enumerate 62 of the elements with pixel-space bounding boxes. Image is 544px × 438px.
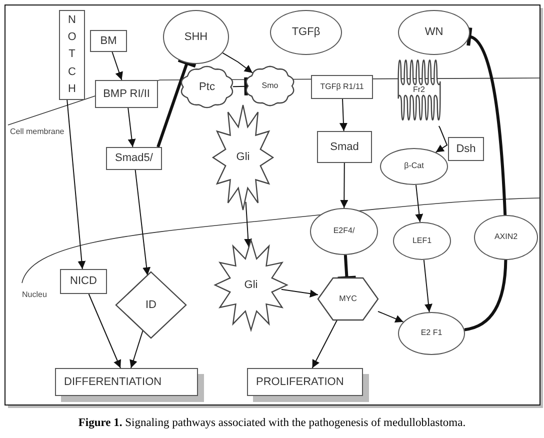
node-label: NICD <box>70 275 97 288</box>
node-label: Fr2 <box>413 86 425 94</box>
hexagon-node <box>318 278 378 320</box>
arrow <box>435 126 448 153</box>
star-node <box>215 240 287 330</box>
node-label: SHH <box>184 30 208 44</box>
decision-diamond <box>116 272 186 338</box>
node-label: TGFβ R1/11 <box>320 82 364 92</box>
annotation-label: Cell membrane <box>10 127 66 138</box>
node-label: E2F4/ <box>333 227 355 236</box>
process-box <box>106 147 162 170</box>
node-label: AXIN2 <box>494 233 518 242</box>
inhibition-line <box>464 26 507 216</box>
arrow <box>130 330 144 368</box>
node-label: Smad <box>330 140 359 154</box>
node-label: ID <box>146 298 156 312</box>
inhibition-line <box>156 58 198 148</box>
annotation-label: Nucleu <box>22 290 48 300</box>
node-label: PROLIFERATION <box>256 376 344 388</box>
arrow <box>222 52 253 74</box>
process-box <box>311 75 373 99</box>
node-label: Gli <box>244 278 258 292</box>
process-box <box>59 10 85 100</box>
process-box <box>60 269 107 294</box>
arrow <box>415 184 424 222</box>
node-label: Dsh <box>456 142 476 156</box>
arrow <box>128 108 136 148</box>
connector-line <box>464 260 508 332</box>
arrow <box>280 288 318 298</box>
arrow <box>423 260 432 312</box>
process-box <box>317 131 372 163</box>
inhibition-line <box>232 76 248 98</box>
node-label: DIFFERENTIATION <box>64 376 162 388</box>
star-node <box>213 105 273 210</box>
node-label: TGFβ <box>292 26 320 39</box>
node-label: WN <box>424 26 444 39</box>
node-label: Smad5/ <box>115 152 153 165</box>
node-label: BM <box>100 34 117 48</box>
node-label: BMP RI/II <box>103 88 150 100</box>
receptor-shape <box>245 66 295 106</box>
arrow <box>312 320 338 368</box>
node-label: E2 F1 <box>420 329 442 338</box>
node-label: NOTCH <box>66 13 78 97</box>
node-label: β-Cat <box>404 162 424 171</box>
figure-caption: Figure 1. Signaling pathways associated with the pathogenesis of medulloblastoma. <box>77 417 467 429</box>
node-label: MYC <box>339 294 357 304</box>
arrow <box>134 170 151 276</box>
arrow <box>88 294 122 368</box>
arrow <box>340 162 348 208</box>
node-label: Smo <box>262 82 278 90</box>
arrow <box>378 310 404 323</box>
node-label: Ptc <box>199 80 215 94</box>
arrow <box>339 98 348 132</box>
node-label: Gli <box>236 151 250 164</box>
receptor-shape <box>180 66 234 108</box>
arrow <box>112 52 123 80</box>
arrow <box>66 100 86 270</box>
process-box <box>95 80 158 108</box>
process-box <box>90 30 127 52</box>
arrow <box>244 201 252 248</box>
process-box <box>448 137 484 161</box>
node-label: LEF1 <box>412 236 432 246</box>
